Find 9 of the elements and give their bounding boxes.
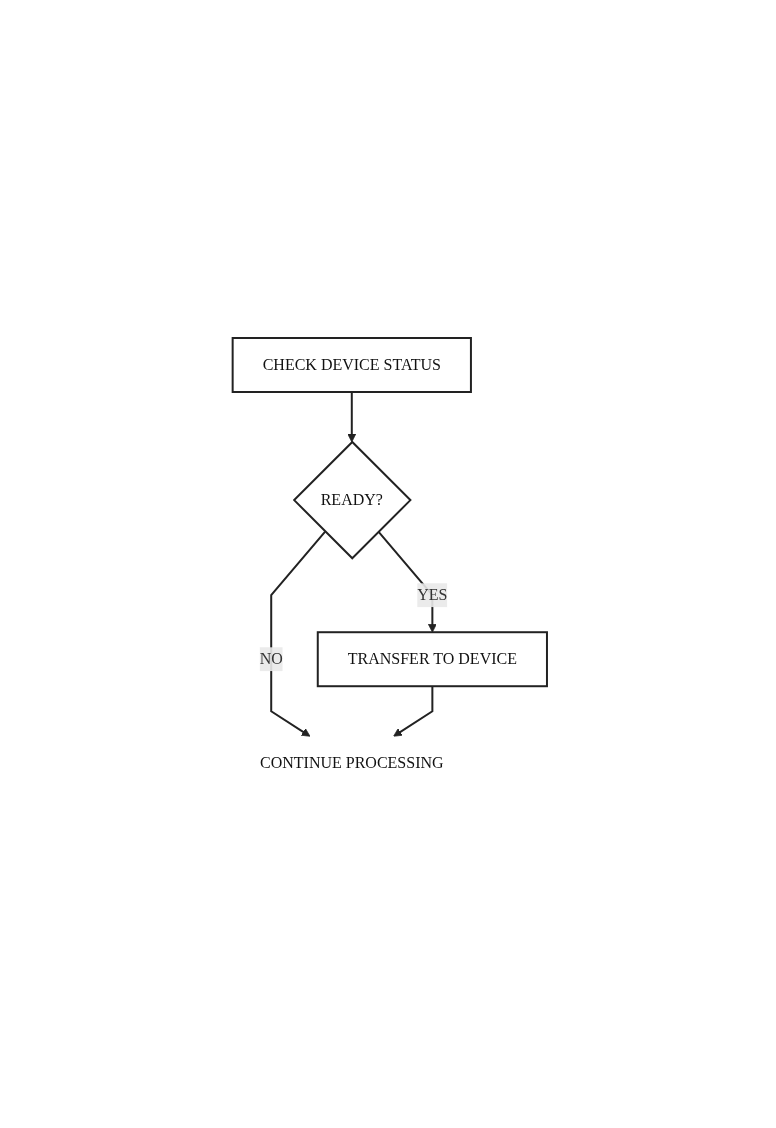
node-diamond: READY? bbox=[292, 440, 412, 560]
arrow bbox=[346, 390, 356, 443]
node-box: TRANSFER TO DEVICE bbox=[316, 631, 548, 688]
node-box: CHECK DEVICE STATUS bbox=[231, 336, 472, 393]
arrow bbox=[269, 530, 326, 737]
edge-label: NO bbox=[259, 650, 283, 668]
edge-label: YES bbox=[416, 586, 447, 604]
arrow bbox=[392, 685, 433, 737]
node-text: CONTINUE PROCESSING bbox=[259, 754, 444, 772]
